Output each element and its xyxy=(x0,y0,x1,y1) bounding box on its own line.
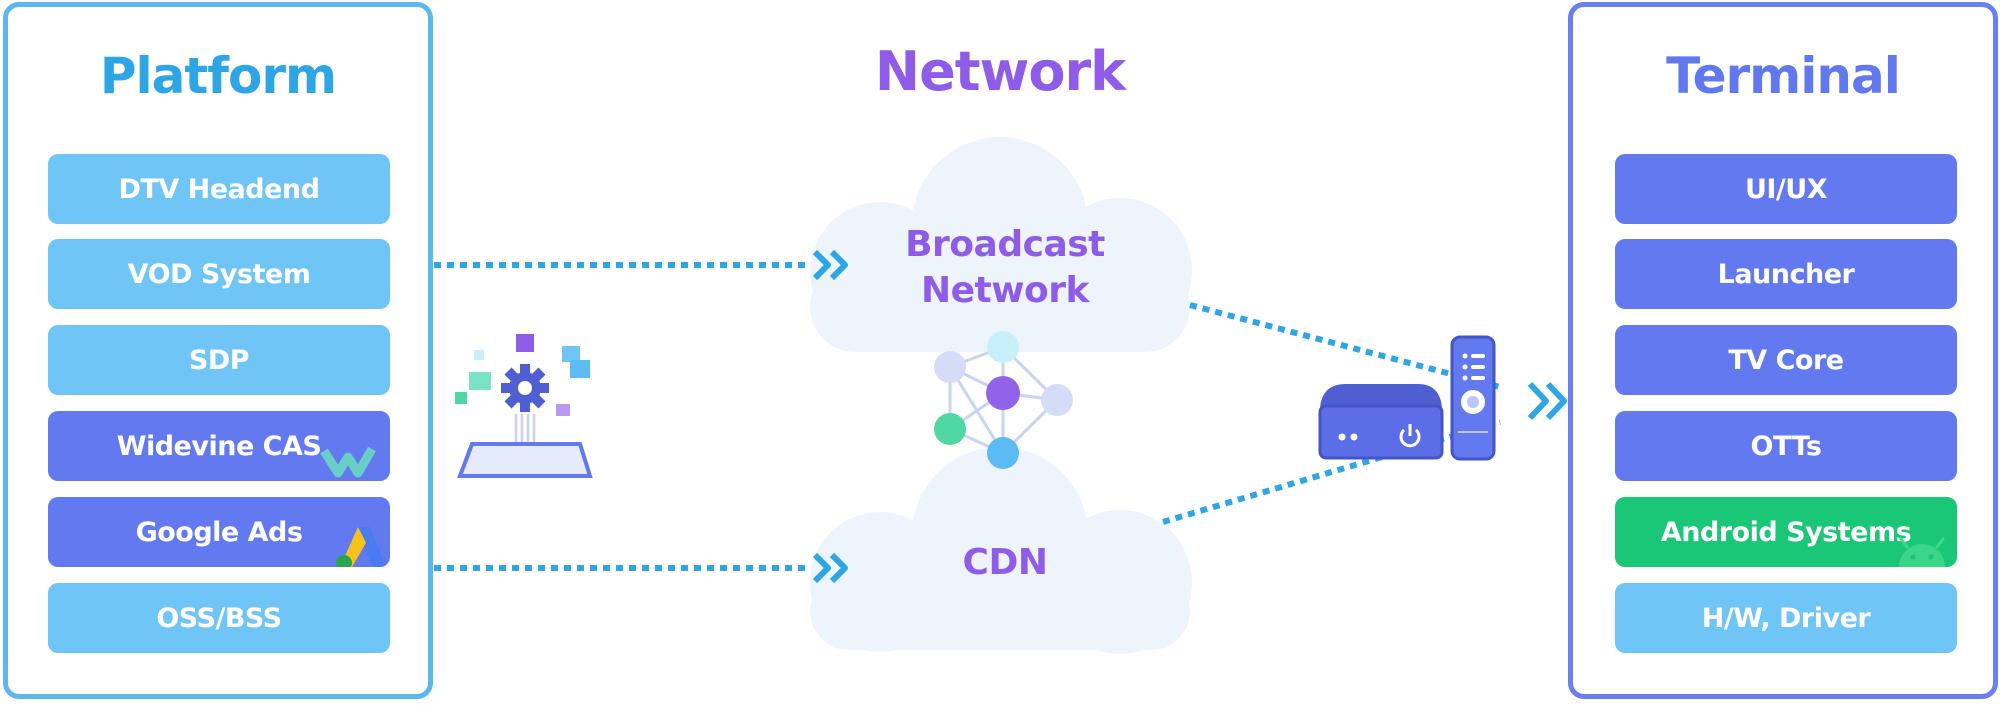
terminal-item-tv-core[interactable]: TV Core xyxy=(1615,325,1957,395)
item-label: OTTs xyxy=(1750,430,1822,462)
google-ads-logo-icon xyxy=(336,527,386,567)
connector-cdn-terminal xyxy=(1162,419,1501,525)
widevine-logo-icon xyxy=(320,446,376,478)
terminal-panel: Terminal UI/UX Launcher TV Core OTTs And… xyxy=(1568,2,1998,699)
terminal-item-otts[interactable]: OTTs xyxy=(1615,411,1957,481)
item-label: SDP xyxy=(188,344,250,376)
terminal-title: Terminal xyxy=(1666,47,1901,105)
platform-item-vod-system[interactable]: VOD System xyxy=(48,239,390,309)
android-logo-icon xyxy=(1899,537,1945,567)
item-label: Widevine CAS xyxy=(116,430,322,462)
terminal-item-hw-driver[interactable]: H/W, Driver xyxy=(1615,583,1957,653)
settings-upload-icon xyxy=(455,334,593,478)
chevron-arrow-icon xyxy=(812,552,848,584)
platform-item-google-ads[interactable]: Google Ads xyxy=(48,497,390,567)
network-graph-icon xyxy=(934,331,1073,469)
broadcast-cloud-icon xyxy=(810,137,1192,352)
platform-item-oss-bss[interactable]: OSS/BSS xyxy=(48,583,390,653)
platform-title: Platform xyxy=(99,47,337,105)
platform-panel: Platform DTV Headend VOD System SDP Wide… xyxy=(3,2,433,699)
terminal-item-ui-ux[interactable]: UI/UX xyxy=(1615,154,1957,224)
item-label: Google Ads xyxy=(135,516,303,548)
item-label: UI/UX xyxy=(1744,173,1828,205)
remote-control-icon xyxy=(1450,335,1496,461)
platform-item-widevine-cas[interactable]: Widevine CAS xyxy=(48,411,390,481)
cdn-label[interactable]: CDN xyxy=(962,542,1048,583)
broadcast-network-label[interactable]: Broadcast Network xyxy=(850,222,1160,314)
platform-item-dtv-headend[interactable]: DTV Headend xyxy=(48,154,390,224)
broadcast-label-line1: Broadcast xyxy=(905,224,1105,265)
item-label: Launcher xyxy=(1717,258,1855,290)
terminal-item-android-systems[interactable]: Android Systems xyxy=(1615,497,1957,567)
network-title: Network xyxy=(874,40,1126,103)
connector-platform-cdn xyxy=(434,552,848,584)
connector-platform-broadcast xyxy=(434,249,848,281)
item-label: OSS/BSS xyxy=(156,602,282,634)
item-label: DTV Headend xyxy=(118,173,320,205)
chevron-arrow-icon xyxy=(1527,381,1567,421)
item-label: TV Core xyxy=(1728,344,1844,376)
item-label: Android Systems xyxy=(1660,516,1912,548)
chevron-arrow-icon xyxy=(812,249,848,281)
platform-item-sdp[interactable]: SDP xyxy=(48,325,390,395)
terminal-item-launcher[interactable]: Launcher xyxy=(1615,239,1957,309)
cdn-cloud-icon xyxy=(810,447,1192,654)
item-label: H/W, Driver xyxy=(1701,602,1871,634)
connector-broadcast-terminal xyxy=(1189,302,1501,390)
item-label: VOD System xyxy=(127,258,311,290)
set-top-box-icon xyxy=(1318,384,1444,460)
broadcast-label-line2: Network xyxy=(921,270,1089,311)
